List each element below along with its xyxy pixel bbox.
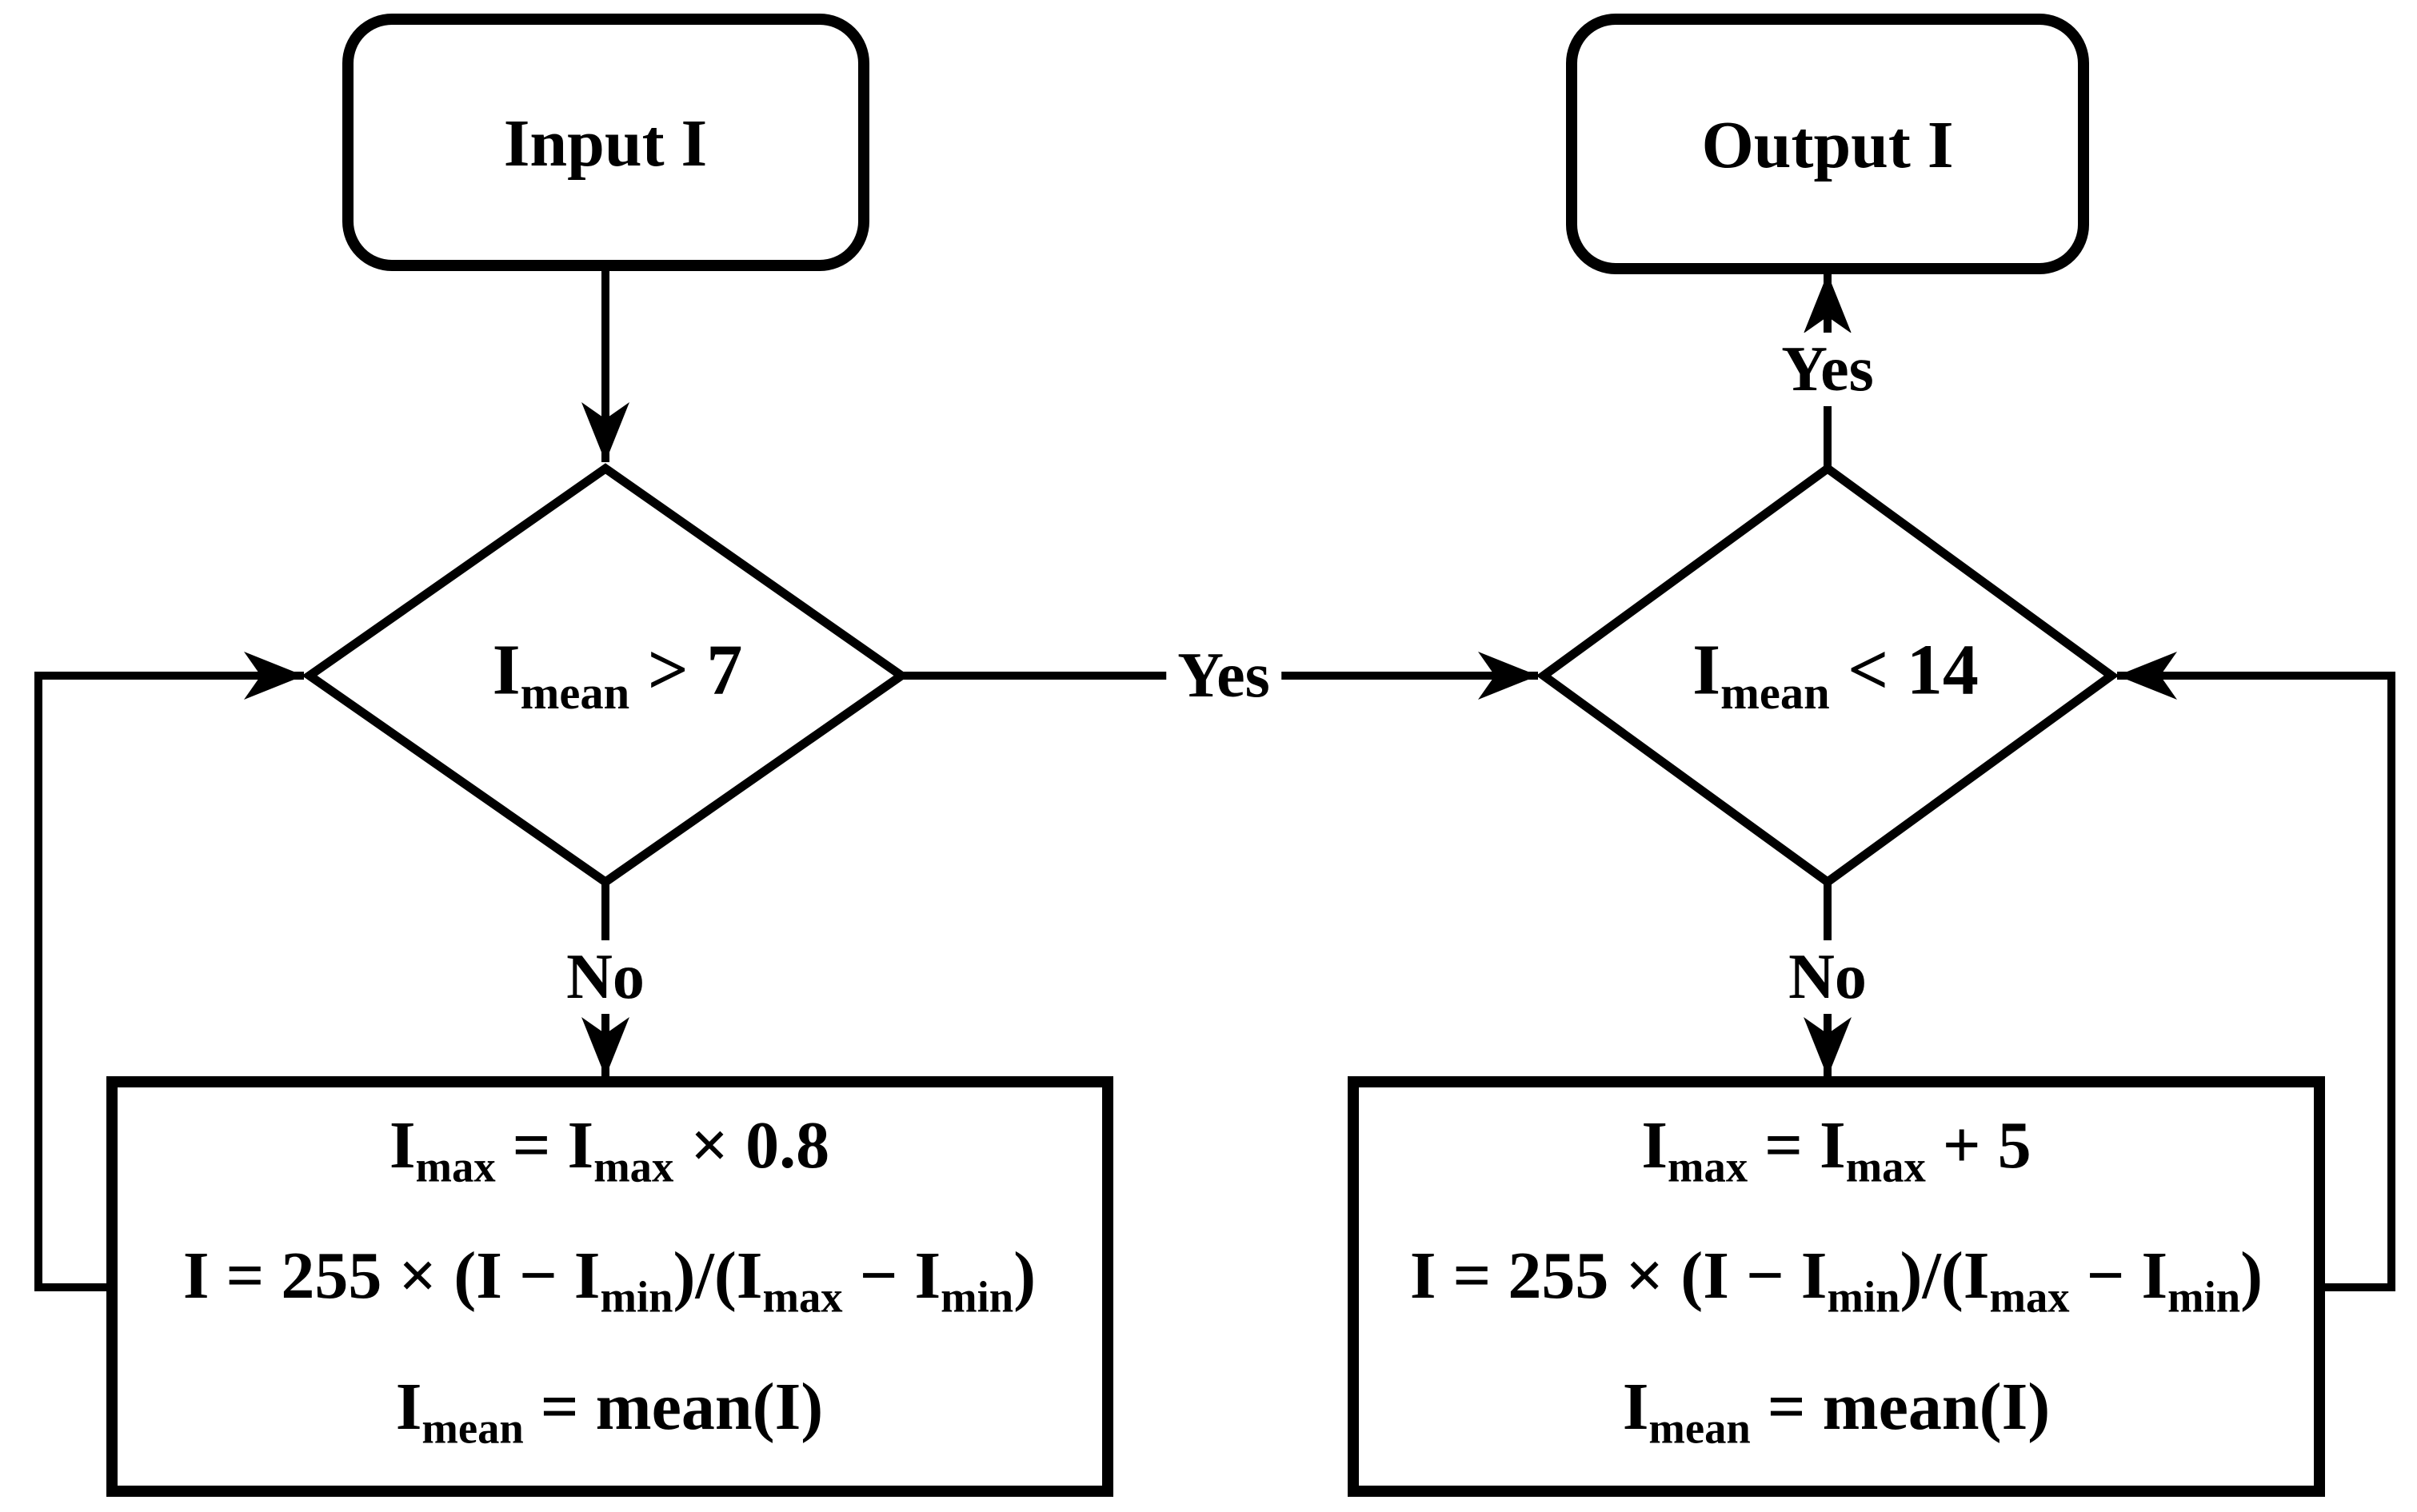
formula-subscript: max (762, 1272, 843, 1322)
formula-text: − I (842, 1239, 941, 1314)
formula-subscript: min (600, 1272, 673, 1322)
decision1-yes-edge-label: Yes (1166, 639, 1281, 712)
formula-subscript: mean (520, 667, 630, 720)
formula-text: × 0.8 (673, 1107, 830, 1183)
formula-text: I (389, 1107, 416, 1183)
formula-text: < 14 (1829, 630, 1979, 710)
input-node-shape (342, 14, 869, 271)
formula-subscript: max (593, 1142, 674, 1191)
formula-text: )/(I (673, 1239, 763, 1314)
formula-subscript: min (2167, 1272, 2241, 1322)
formula-text: + 5 (1925, 1107, 2031, 1183)
formula-subscript: mean (1720, 667, 1830, 720)
formula-subscript: mean (1648, 1403, 1751, 1453)
formula-text: )/(I (1900, 1239, 1990, 1314)
process-right-formulas: Imax = Imax + 5 I = 255 × (I − Imin)/(Im… (1410, 1091, 2263, 1482)
formula-text: = I (1748, 1107, 1846, 1183)
process-left-formula-3: Imean = mean(I) (183, 1352, 1036, 1482)
edge-loop-process-left-to-decision1 (34, 652, 304, 1291)
decision2-shape (1536, 463, 2119, 888)
formula-text: I (395, 1369, 422, 1444)
formula-subscript: max (1668, 1142, 1748, 1191)
process-left-formulas: Imax = Imax × 0.8 I = 255 × (I − Imin)/(… (183, 1091, 1036, 1482)
process-right-formula-3: Imean = mean(I) (1410, 1352, 2263, 1482)
formula-text: I = 255 × (I − I (1409, 1239, 1828, 1314)
formula-text: I = 255 × (I − I (182, 1239, 601, 1314)
formula-text: > 7 (629, 630, 743, 710)
formula-subscript: min (1827, 1272, 1900, 1322)
formula-text: − I (2069, 1239, 2168, 1314)
edge-loop-process-right-to-decision2 (2117, 652, 2395, 1291)
formula-text: = I (495, 1107, 594, 1183)
formula-text: = mean(I) (1750, 1369, 2051, 1444)
formula-text: I (1641, 1107, 1668, 1183)
decision1-label: Imean > 7 (493, 634, 743, 716)
formula-text: I (1622, 1369, 1649, 1444)
decision2-yes-edge-label: Yes (1770, 333, 1885, 406)
input-node-label: Input I (503, 106, 708, 181)
decision2-label: Imean < 14 (1692, 634, 1979, 716)
formula-subscript: max (415, 1142, 496, 1191)
process-right-formula-1: Imax = Imax + 5 (1410, 1091, 2263, 1221)
formula-subscript: mean (421, 1403, 524, 1453)
formula-text: = mean(I) (523, 1369, 824, 1444)
formula-subscript: min (941, 1272, 1014, 1322)
process-left-formula-1: Imax = Imax × 0.8 (183, 1091, 1036, 1221)
decision1-shape (302, 463, 909, 888)
formula-text: I (492, 630, 521, 710)
formula-text: ) (2240, 1239, 2263, 1314)
output-node-shape (1566, 14, 2089, 274)
decision2-no-edge-label: No (1777, 940, 1878, 1014)
process-right-shape (1348, 1076, 2325, 1497)
formula-text: ) (1013, 1239, 1037, 1314)
process-left-shape (106, 1076, 1113, 1497)
process-right-formula-2: I = 255 × (I − Imin)/(Imax − Imin) (1410, 1221, 2263, 1351)
output-node-label: Output I (1701, 108, 1954, 182)
formula-text: I (1692, 630, 1721, 710)
formula-subscript: max (1845, 1142, 1926, 1191)
process-left-formula-2: I = 255 × (I − Imin)/(Imax − Imin) (183, 1221, 1036, 1351)
decision1-no-edge-label: No (555, 940, 656, 1014)
formula-subscript: max (1989, 1272, 2070, 1322)
